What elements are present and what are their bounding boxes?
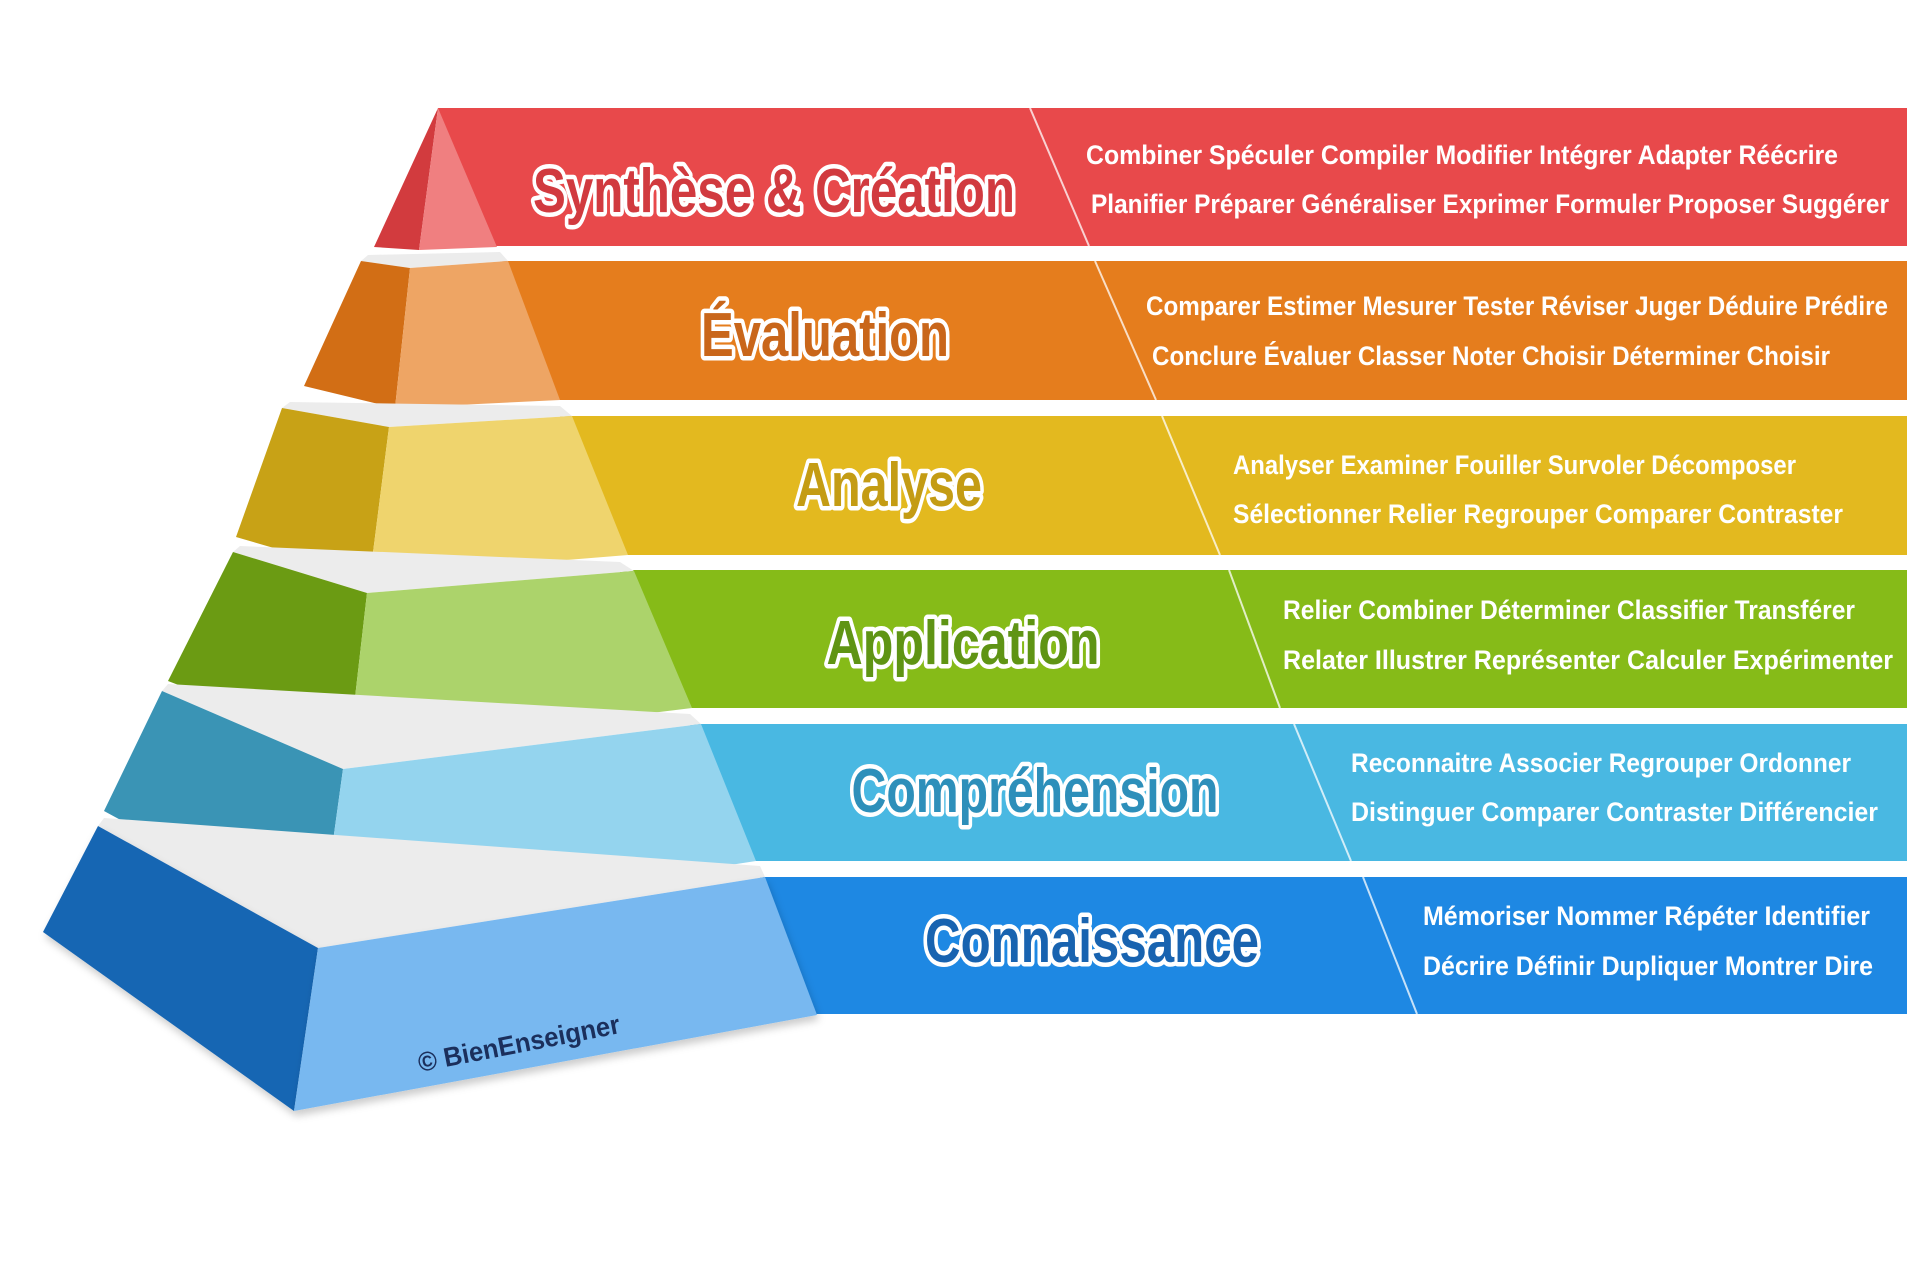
verbs-line1-connaissance: Mémoriser Nommer Répéter Identifier: [1423, 901, 1870, 931]
verbs-line1-comprehension: Reconnaitre Associer Regrouper Ordonner: [1351, 748, 1851, 778]
verbs-line1-synthese-creation: Combiner Spéculer Compiler Modifier Inté…: [1086, 140, 1838, 170]
pyramid-top-evaluation: [361, 252, 508, 268]
divider-application: [1228, 569, 1281, 709]
pyramid-top-analyse: [282, 402, 572, 427]
pyramid-front-connaissance: [294, 877, 817, 1111]
pyramid-front-evaluation: [395, 261, 560, 408]
band-connaissance: [760, 877, 1907, 1014]
pyramid-side-analyse: [236, 408, 389, 576]
verbs-line1-application: Relier Combiner Déterminer Classifier Tr…: [1283, 595, 1855, 625]
verbs-line2-connaissance: Décrire Définir Dupliquer Montrer Dire: [1423, 951, 1873, 981]
pyramid-front-analyse: [370, 416, 628, 576]
pyramid-side-synthese-creation: [374, 108, 438, 250]
level-title-connaissance: Connaissance: [925, 907, 1259, 976]
verbs-line2-synthese-creation: Planifier Préparer Généraliser Exprimer …: [1091, 189, 1889, 219]
pyramid-top-comprehension: [162, 684, 701, 769]
divider-connaissance: [1362, 876, 1418, 1015]
band-analyse: [560, 416, 1907, 555]
level-application: Application Relier Combiner Déterminer C…: [168, 546, 1907, 750]
divider-comprehension: [1293, 723, 1352, 862]
level-synthese-creation: Synthèse & Création Combiner Spéculer Co…: [374, 107, 1907, 250]
pyramid-side-evaluation: [304, 261, 410, 408]
divider-evaluation: [1094, 260, 1157, 401]
level-title-comprehension: Compréhension: [852, 757, 1219, 826]
verbs-line2-application: Relater Illustrer Représenter Calculer E…: [1283, 645, 1893, 675]
band-application: [620, 570, 1907, 708]
pyramid-front-synthese-creation: [419, 108, 497, 250]
verbs-line2-analyse: Sélectionner Relier Regrouper Comparer C…: [1233, 499, 1843, 529]
verbs-line1-evaluation: Comparer Estimer Mesurer Tester Réviser …: [1146, 291, 1888, 321]
verbs-line2-comprehension: Distinguer Comparer Contraster Différenc…: [1351, 797, 1878, 827]
level-title-analyse: Analyse: [796, 451, 982, 520]
level-connaissance: Connaissance Mémoriser Nommer Répéter Id…: [43, 818, 1907, 1111]
level-title-synthese-creation: Synthèse & Création: [533, 157, 1015, 226]
divider-synthese-creation: [1029, 107, 1090, 247]
band-evaluation: [500, 261, 1907, 400]
divider-analyse: [1161, 415, 1221, 556]
level-analyse: Analyse Analyser Examiner Fouiller Survo…: [236, 402, 1907, 576]
pyramid-top-application: [233, 546, 634, 593]
level-title-application: Application: [827, 609, 1100, 678]
verbs-line1-analyse: Analyser Examiner Fouiller Survoler Déco…: [1233, 450, 1796, 480]
pyramid-top-connaissance: [98, 818, 765, 948]
band-comprehension: [690, 724, 1907, 861]
pyramid-side-connaissance: [43, 826, 318, 1111]
band-synthese-creation: [438, 108, 1907, 246]
level-title-evaluation: Évaluation: [701, 301, 949, 370]
verbs-line2-evaluation: Conclure Évaluer Classer Noter Choisir D…: [1152, 340, 1830, 371]
level-evaluation: Évaluation Comparer Estimer Mesurer Test…: [304, 252, 1907, 408]
